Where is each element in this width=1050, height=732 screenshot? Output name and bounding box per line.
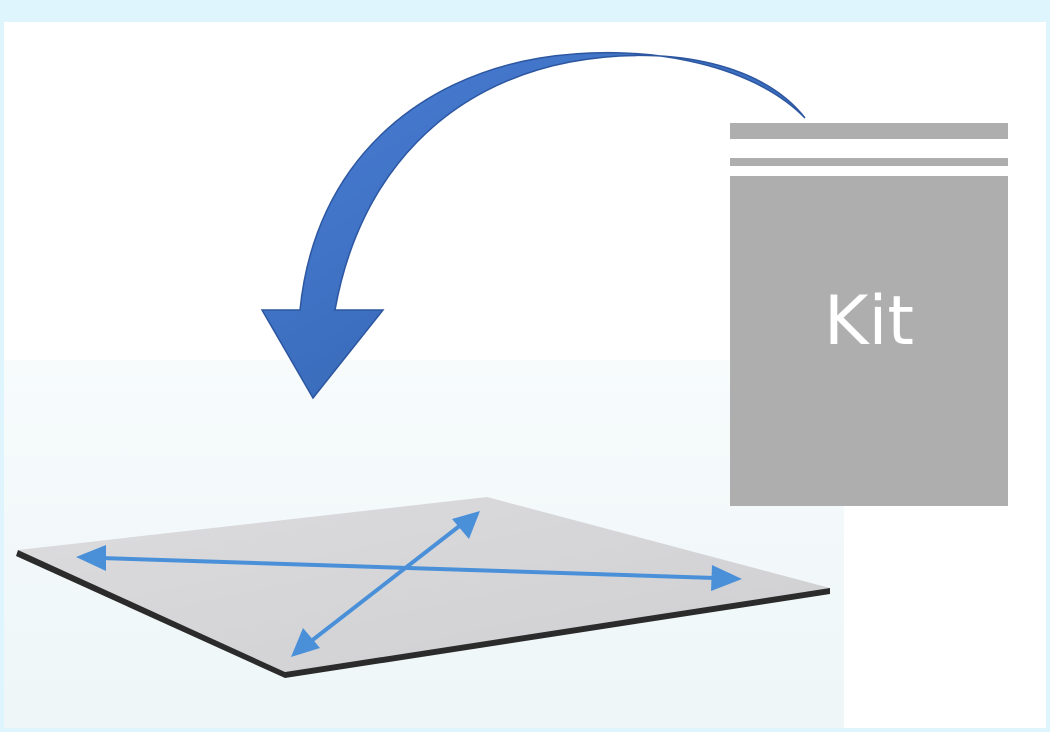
kit-stripe-middle xyxy=(730,158,1008,166)
kit-box: Kit xyxy=(730,176,1008,506)
plate-icon xyxy=(16,497,830,678)
kit-label: Kit xyxy=(824,282,914,361)
kit-stripe-top xyxy=(730,123,1008,139)
curved-arrow-icon xyxy=(262,53,805,398)
